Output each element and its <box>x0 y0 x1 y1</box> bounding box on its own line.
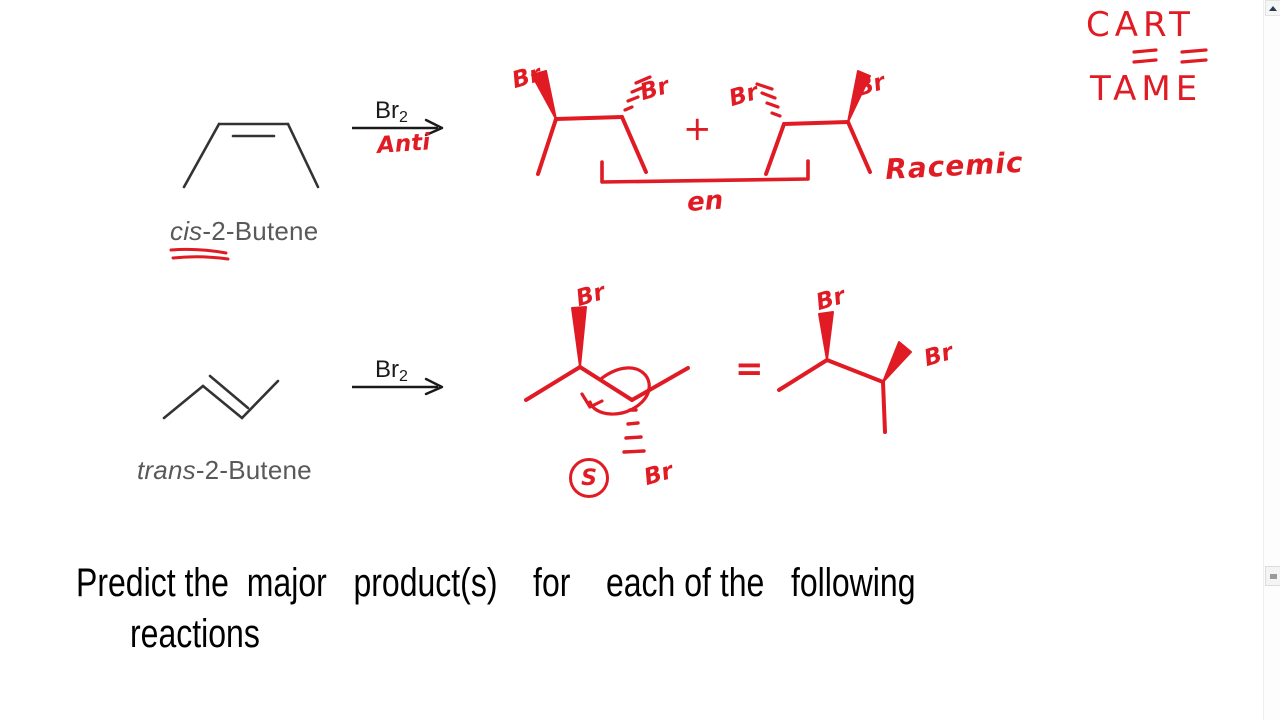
prompt-line-1: Predict the major product(s) for each of… <box>76 561 916 605</box>
prompt-line-2: reactions <box>130 612 260 657</box>
reactant-label-trans-prefix: trans <box>137 455 196 485</box>
annotation-anti: Anti <box>376 129 432 159</box>
enantiomer-bracket <box>598 159 813 190</box>
reagent-subscript-1: 2 <box>399 109 408 126</box>
scrollbar-thumb[interactable] <box>1265 566 1280 586</box>
equivalence-sign: = <box>735 349 764 389</box>
reagent-subscript-2: 2 <box>399 368 408 385</box>
product-1-left-enantiomer <box>516 62 666 177</box>
reagent-formula-1: Br <box>375 97 399 124</box>
stereo-descriptor-s-badge: S <box>569 458 609 498</box>
reactant-label-trans-suffix: -2-Butene <box>195 455 312 485</box>
scroll-up-arrow-icon <box>1269 6 1277 11</box>
reactant-label-cis-2-butene: cis-2-Butene <box>170 216 318 247</box>
product-2-left-br-bottom-label: Br <box>641 458 677 491</box>
product-2-left-structure <box>520 290 710 470</box>
scroll-up-button[interactable] <box>1265 0 1280 16</box>
cis-underline-annotation <box>168 245 238 265</box>
reaction-arrow-1 <box>352 118 447 144</box>
reagent-label-1: Br2 <box>375 97 408 127</box>
enantiomer-bracket-label: en <box>686 185 725 218</box>
annotation-racemic: Racemic <box>884 145 1025 186</box>
annotation-equals-marks <box>1132 46 1232 74</box>
reaction-arrow-2 <box>352 377 447 403</box>
product-1-left-br-right-label: Br <box>637 73 673 106</box>
product-plus-sign: + <box>683 109 712 149</box>
reagent-label-2: Br2 <box>375 356 408 386</box>
prompt-text-block: Predict the major product(s) for each of… <box>76 558 1280 660</box>
product-2-right-structure <box>775 300 955 435</box>
annotation-tame-line: TAME <box>1090 69 1203 109</box>
scrollbar-grip-icon <box>1270 574 1277 579</box>
reagent-formula-2: Br <box>375 356 399 383</box>
reactant-label-trans-2-butene: trans-2-Butene <box>137 455 312 486</box>
product-1-right-enantiomer <box>742 62 902 177</box>
annotation-cart-tame: CART TAME <box>1086 5 1208 109</box>
reactant-label-cis-suffix: -2-Butene <box>202 216 319 246</box>
trans-2-butene-structure <box>160 368 315 428</box>
annotation-cart-line: CART <box>1086 5 1195 45</box>
cis-2-butene-structure <box>178 108 328 198</box>
vertical-scrollbar[interactable] <box>1263 0 1280 720</box>
reactant-label-cis-prefix: cis <box>170 216 203 246</box>
